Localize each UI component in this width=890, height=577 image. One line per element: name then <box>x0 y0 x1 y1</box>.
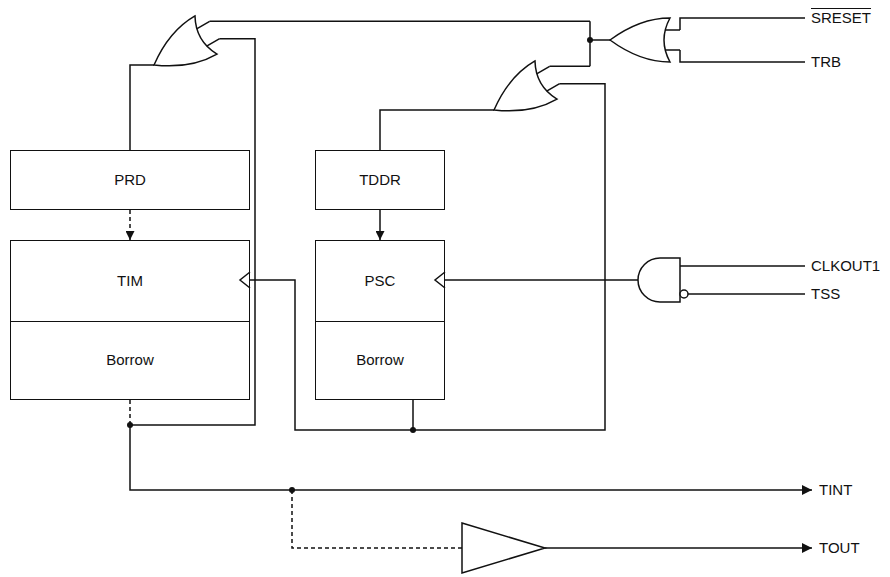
box-section: Borrow <box>316 321 444 398</box>
gate-lead <box>537 66 560 91</box>
wire <box>680 50 805 62</box>
register-name: PSC <box>365 272 396 290</box>
or-gate-body <box>483 61 557 129</box>
box-section: Borrow <box>11 321 249 398</box>
gate-lead <box>665 30 680 50</box>
counter-box: PSC Borrow <box>315 240 445 400</box>
wire <box>445 279 638 281</box>
junction-dot <box>289 487 295 493</box>
clock-input-symbol <box>240 272 250 288</box>
or-gate-body <box>143 16 217 84</box>
wire <box>130 425 812 490</box>
buffer-symbol <box>462 523 545 573</box>
wire <box>292 490 462 548</box>
wire <box>210 21 590 23</box>
connector <box>379 210 381 240</box>
wire <box>413 84 605 430</box>
signal-name: SRESET <box>810 9 872 27</box>
register-name: TDDR <box>359 171 401 189</box>
gate-lead <box>197 21 220 46</box>
wire <box>680 18 805 30</box>
box-section: TIM <box>11 241 249 321</box>
inverter-bubble <box>680 290 688 298</box>
counter-box: TIM Borrow <box>10 240 250 400</box>
register-name: PRD <box>114 171 146 189</box>
box-section: PRD <box>11 151 249 208</box>
register-box: PRD <box>10 150 250 210</box>
junction-dot <box>127 422 133 428</box>
connector <box>250 280 413 430</box>
or-gate-body <box>610 18 670 62</box>
wire <box>130 65 154 150</box>
borrow-wire <box>129 400 131 425</box>
section-name: Borrow <box>356 351 404 369</box>
register-box: TDDR <box>315 150 445 210</box>
signal-name: TOUT <box>818 539 861 557</box>
wire <box>589 21 591 66</box>
signal-name: CLKOUT1 <box>810 257 881 275</box>
box-section: TDDR <box>316 151 444 208</box>
box-section: PSC <box>316 241 444 321</box>
signal-name: TRB <box>810 53 842 71</box>
section-name: Borrow <box>106 351 154 369</box>
wire <box>550 66 590 68</box>
signal-name: TSS <box>810 285 841 303</box>
connector <box>129 210 131 240</box>
signal-name: TINT <box>818 481 853 499</box>
wire <box>380 110 494 150</box>
or-gate <box>610 18 680 62</box>
register-name: TIM <box>117 272 143 290</box>
wire <box>680 265 805 267</box>
junction-dot <box>587 37 593 43</box>
clock-input-symbol <box>435 272 445 288</box>
wire <box>688 293 805 295</box>
and-gate <box>638 258 680 302</box>
wire <box>545 547 812 549</box>
